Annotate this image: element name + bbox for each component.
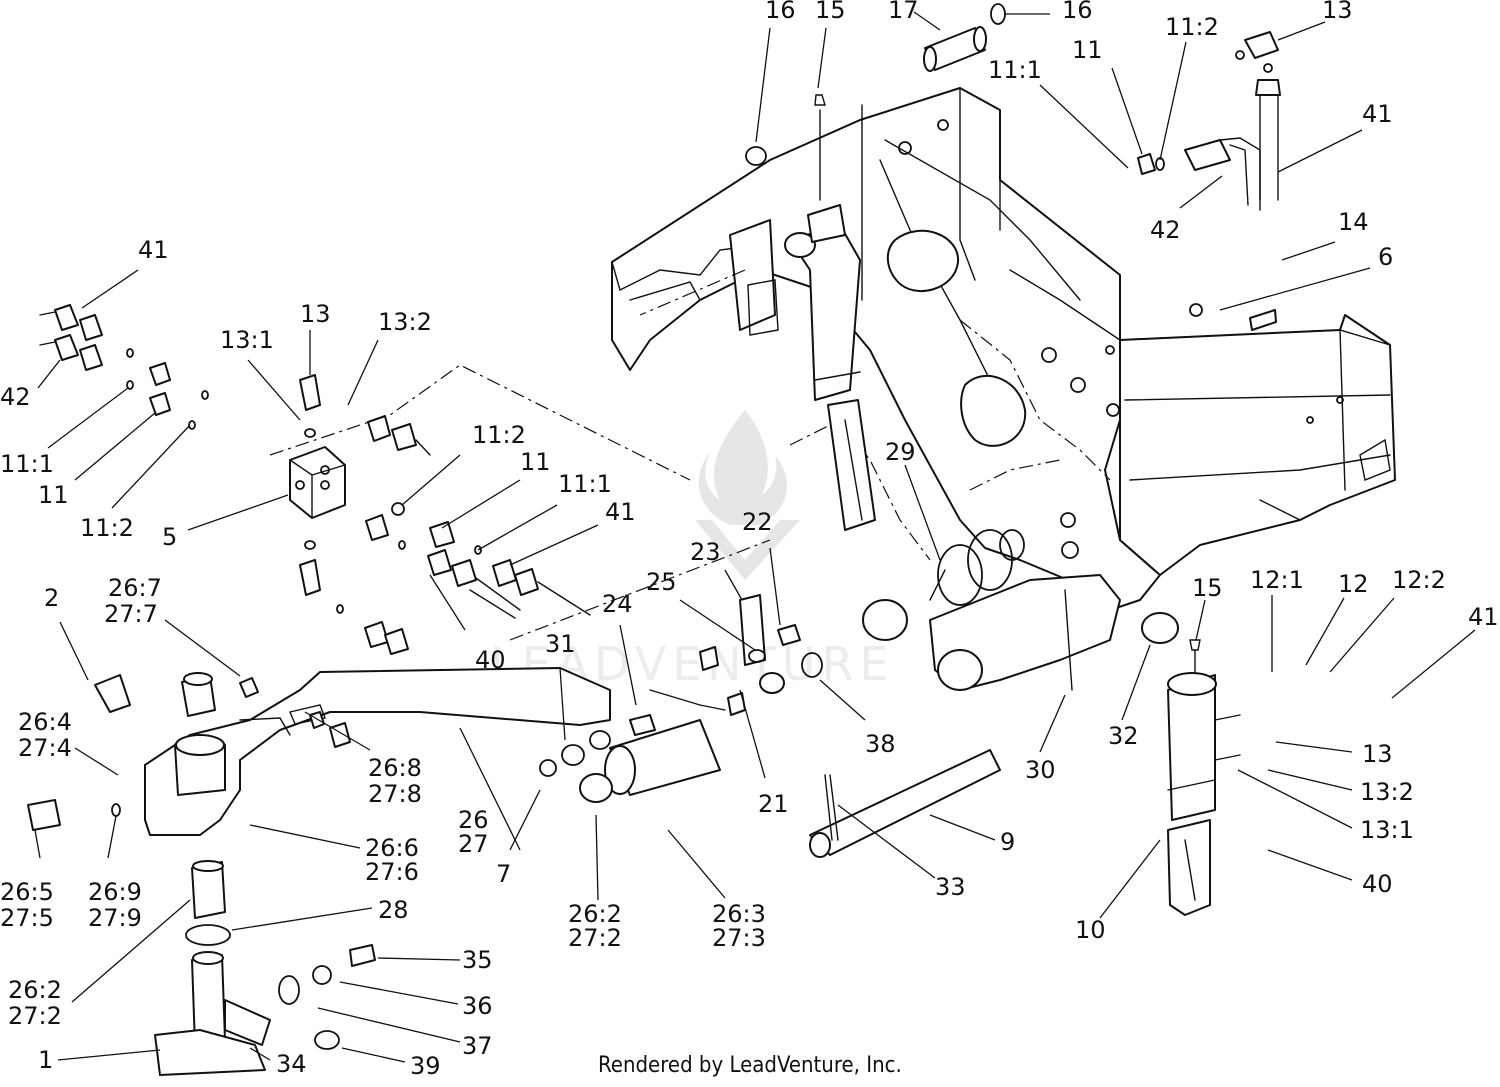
callout-11-2: 11:2: [1165, 13, 1219, 41]
callout-2: 2: [44, 584, 59, 612]
callout-41: 41: [605, 498, 636, 526]
callout-26-6: 26:6: [365, 834, 419, 862]
callout-27-2: 27:2: [568, 924, 622, 952]
callout-6: 6: [1378, 243, 1393, 271]
callout-9: 9: [1000, 828, 1015, 856]
callout-11: 11: [520, 448, 551, 476]
callout-14: 14: [1338, 208, 1369, 236]
callout-31: 31: [545, 630, 576, 658]
callout-26-7: 26:7: [108, 574, 162, 602]
callout-30: 30: [1025, 756, 1056, 784]
callout-28: 28: [378, 896, 409, 924]
callout-26-4: 26:4: [18, 708, 72, 736]
callout-26-2: 26:2: [568, 900, 622, 928]
fittings-left: [39, 304, 591, 655]
callout-15: 15: [815, 0, 846, 24]
callout-29: 29: [885, 438, 916, 466]
callout-27-2: 27:2: [8, 1002, 62, 1030]
callout-24: 24: [602, 590, 633, 618]
callout-23: 23: [690, 538, 721, 566]
callout-12-1: 12:1: [1250, 566, 1304, 594]
callout-27-8: 27:8: [368, 780, 422, 808]
callout-36: 36: [462, 992, 493, 1020]
bushing-32: [1141, 612, 1179, 644]
callout-26-3: 26:3: [712, 900, 766, 928]
valve-block-5: [289, 374, 346, 596]
callout-22: 22: [742, 508, 773, 536]
callout-26-9: 26:9: [88, 878, 142, 906]
callout-11: 11: [1072, 36, 1103, 64]
callout-26-5: 26:5: [0, 878, 54, 906]
callout-34: 34: [276, 1050, 307, 1078]
callout-41: 41: [1468, 603, 1499, 631]
callout-7: 7: [496, 860, 511, 888]
callout-13: 13: [300, 300, 331, 328]
callout-42: 42: [0, 383, 31, 411]
callout-37: 37: [462, 1032, 493, 1060]
callout-21: 21: [758, 790, 789, 818]
spindle-parts: [27, 674, 1001, 1076]
callout-11-1: 11:1: [988, 56, 1042, 84]
callout-13-1: 13:1: [220, 326, 274, 354]
center-line-2: [509, 269, 771, 641]
callout-41: 41: [138, 236, 169, 264]
callout-26: 26: [458, 806, 489, 834]
lift-cylinder-left: [784, 94, 876, 531]
callout-33: 33: [935, 873, 966, 901]
callout-13-2: 13:2: [378, 308, 432, 336]
callout-5: 5: [162, 523, 177, 551]
callout-40: 40: [1362, 870, 1393, 898]
callout-40: 40: [475, 646, 506, 674]
pivot-tube: [539, 594, 823, 803]
callout-41: 41: [1362, 100, 1393, 128]
callout-25: 25: [646, 568, 677, 596]
callout-32: 32: [1108, 722, 1139, 750]
callout-27-3: 27:3: [712, 924, 766, 952]
callout-39: 39: [410, 1052, 441, 1080]
hoses-top-right: [1137, 31, 1281, 331]
callout-38: 38: [865, 730, 896, 758]
callout-10: 10: [1075, 916, 1106, 944]
pin-30: [1064, 589, 1073, 691]
pivot-arm-26: [144, 667, 611, 836]
callout-27-5: 27:5: [0, 904, 54, 932]
callout-35: 35: [462, 946, 493, 974]
callout-1: 1: [38, 1046, 53, 1074]
callout-42: 42: [1150, 216, 1181, 244]
render-credit: Rendered by LeadVenture, Inc.: [598, 1053, 902, 1078]
lift-cylinder-right: [1167, 639, 1241, 916]
callout-27-6: 27:6: [365, 858, 419, 886]
callout-17: 17: [888, 0, 919, 24]
callout-13-1: 13:1: [1360, 816, 1414, 844]
callout-27-4: 27:4: [18, 734, 72, 762]
center-line: [269, 364, 691, 481]
callout-16: 16: [765, 0, 796, 24]
callout-12: 12: [1338, 570, 1369, 598]
callout-13: 13: [1362, 740, 1393, 768]
callout-11: 11: [38, 481, 69, 509]
callout-11-1: 11:1: [558, 470, 612, 498]
callout-15: 15: [1192, 574, 1223, 602]
callout-26-8: 26:8: [368, 754, 422, 782]
callout-26-2: 26:2: [8, 976, 62, 1004]
rings-29: [929, 529, 1025, 606]
callout-27-7: 27:7: [104, 600, 158, 628]
callout-12-2: 12:2: [1392, 566, 1446, 594]
callout-11-2: 11:2: [472, 421, 526, 449]
main-frame: [611, 87, 1396, 691]
callout-27-9: 27:9: [88, 904, 142, 932]
callout-leaders: [34, 11, 1476, 1063]
callout-13: 13: [1322, 0, 1353, 24]
pin-17: [745, 3, 1006, 166]
callout-13-2: 13:2: [1360, 778, 1414, 806]
callout-11-1: 11:1: [0, 450, 54, 478]
callout-27: 27: [458, 830, 489, 858]
callout-11-2: 11:2: [80, 514, 134, 542]
callout-16: 16: [1062, 0, 1093, 24]
